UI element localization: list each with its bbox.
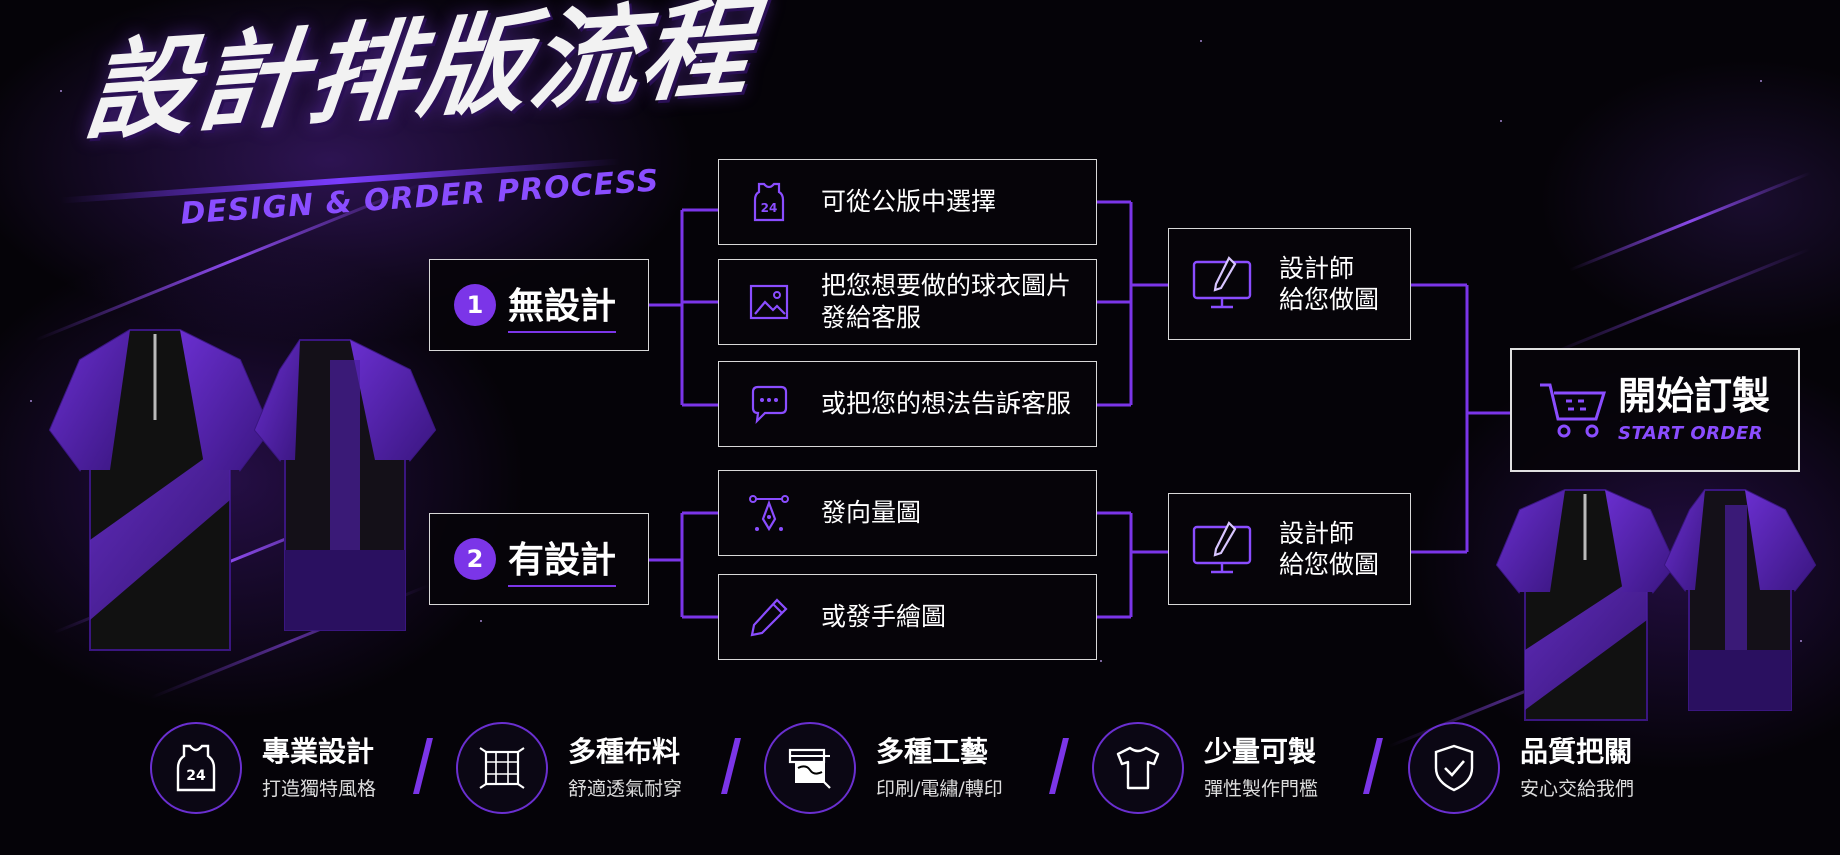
option-tell-idea: 或把您的想法告訴客服 [718,361,1097,447]
feature-fabrics: 多種布料 舒適透氣耐穿 [456,722,682,814]
cart-icon [1540,383,1607,438]
tshirt-icon [1116,746,1160,790]
feature-icon-circle [1408,722,1500,814]
feature-crafts: 多種工藝 印刷/電繡/轉印 [764,722,1003,814]
chat-bubble-icon [751,385,788,425]
feature-quality: 品質把關 安心交給我們 [1408,722,1634,814]
option-text: 或發手繪圖 [821,602,947,631]
jersey-illustration-left [48,329,437,651]
jersey-24-icon: 24 [753,182,785,222]
feature-subtitle: 打造獨特風格 [262,778,377,801]
option-text: 把您想要做的球衣圖片發給客服 [821,271,1072,332]
print-machine-icon [788,748,831,789]
option-send-image: 把您想要做的球衣圖片發給客服 [718,259,1097,345]
option-hand-drawn: 或發手繪圖 [718,574,1097,660]
image-icon [749,284,789,320]
feature-title: 多種工藝 [876,734,989,768]
designer-box-2: 設計師給您做圖 [1168,493,1411,605]
stage-no-design: 1 無設計 [429,259,649,351]
feature-title: 品質把關 [1520,734,1633,768]
feature-title: 專業設計 [262,734,375,768]
start-order-button[interactable]: 開始訂製 START ORDER [1510,348,1800,472]
feature-subtitle: 印刷/電繡/轉印 [876,778,1003,801]
monitor-pen-icon [1192,521,1252,574]
designer-box-1: 設計師給您做圖 [1168,228,1411,340]
feature-professional-design: 24 專業設計 打造獨特風格 [150,722,376,814]
pencil-icon [750,598,788,637]
monitor-pen-icon [1192,256,1252,309]
svg-text:24: 24 [761,201,778,215]
option-text: 可從公版中選擇 [821,187,997,216]
feature-icon-circle [764,722,856,814]
feature-subtitle: 舒適透氣耐穿 [568,778,683,801]
jersey-illustration-right [1495,489,1817,721]
option-text: 發向量圖 [821,498,922,527]
shield-check-icon [1434,744,1474,792]
stage-label: 無設計 [508,277,617,333]
start-order-label: 開始訂製 [1618,373,1771,418]
option-text: 或把您的想法告訴客服 [821,389,1072,418]
feature-small-batch: 少量可製 彈性製作門檻 [1092,722,1318,814]
feature-subtitle: 彈性製作門檻 [1204,778,1319,801]
feature-title: 少量可製 [1204,734,1317,768]
feature-icon-circle [456,722,548,814]
option-vector: 發向量圖 [718,470,1097,556]
svg-text:24: 24 [186,768,206,784]
stage-has-design: 2 有設計 [429,513,649,605]
designer-text: 設計師給您做圖 [1279,254,1380,314]
stage-number: 2 [454,538,496,580]
designer-text: 設計師給您做圖 [1279,519,1380,579]
start-order-sub: START ORDER [1618,423,1764,445]
feature-icon-circle: 24 [150,722,242,814]
fabric-icon [479,747,525,789]
tank-top-24-icon: 24 [176,744,216,792]
feature-icon-circle [1092,722,1184,814]
vector-pen-icon [749,495,789,532]
stage-label: 有設計 [508,531,617,587]
feature-subtitle: 安心交給我們 [1520,778,1635,801]
stage-number: 1 [454,284,496,326]
option-template: 24 可從公版中選擇 [718,159,1097,245]
feature-title: 多種布料 [568,734,681,768]
